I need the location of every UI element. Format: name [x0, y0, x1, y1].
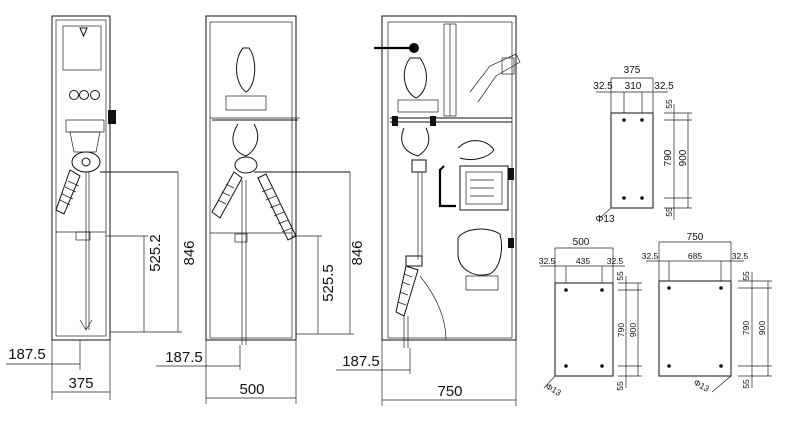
overall-width-label: 375: [624, 65, 641, 76]
depth-label: 900: [678, 149, 689, 166]
hole-label: Φ13: [595, 214, 615, 225]
top-gap-label: 55: [741, 271, 751, 281]
offset-label: 187.5: [8, 346, 46, 363]
cabinet-medium-dimensions: 525.5 846 187.5 500: [156, 172, 366, 404]
warning-triangle-icon: [79, 27, 88, 38]
center-label: 685: [688, 251, 702, 261]
holes-vertical-label: 790: [663, 149, 674, 166]
offset-label: 187.5: [165, 349, 203, 366]
width-label: 375: [68, 375, 93, 392]
hole-label: Φ13: [692, 377, 711, 394]
cabinet-small-elevation: [51, 15, 178, 341]
depth-label: 900: [628, 323, 638, 337]
height-total-label: 846: [181, 240, 198, 265]
cabinet-large-elevation: [374, 15, 521, 348]
side-right-label: 32.5: [654, 81, 674, 92]
plan-375: 375 32.5 310 32.5 55 790 900 55 Φ13: [593, 65, 692, 225]
holes-vertical-label: 790: [616, 323, 626, 337]
plan-750: 750 32.5 685 32.5 55 790 900 55 Φ13: [642, 232, 772, 394]
offset-label: 187.5: [342, 353, 380, 370]
height-total-label: 846: [349, 240, 366, 265]
center-label: 310: [625, 81, 642, 92]
holes-vertical-label: 790: [741, 321, 751, 335]
top-gap-label: 55: [615, 271, 625, 281]
width-label: 750: [437, 383, 462, 400]
side-left-label: 32.5: [539, 256, 556, 266]
height-inner-label: 525.5: [320, 264, 337, 302]
handle: [108, 110, 116, 124]
side-left-label: 32.5: [642, 251, 659, 261]
indicator-lights: [69, 90, 100, 100]
top-gap-label: 55: [664, 99, 674, 109]
overall-width-label: 750: [687, 232, 704, 243]
bottom-gap-label: 55: [741, 379, 751, 389]
side-right-label: 32.5: [732, 251, 749, 261]
height-inner-label: 525.2: [147, 234, 164, 272]
cabinet-large-dimensions: 187.5 750: [336, 340, 517, 406]
plan-500: 500 32.5 435 32.5 55 790 900 55 Φ13: [539, 237, 642, 398]
depth-label: 900: [757, 321, 767, 335]
insulator-top: [236, 47, 256, 93]
operating-handle: [409, 43, 419, 53]
side-right-label: 32.5: [607, 256, 624, 266]
width-label: 500: [239, 381, 264, 398]
bottom-gap-label: 55: [664, 207, 674, 217]
overall-width-label: 500: [573, 237, 590, 248]
center-label: 435: [576, 256, 590, 266]
hole-label: Φ13: [544, 381, 563, 398]
side-left-label: 32.5: [593, 81, 613, 92]
cabinet-small-dimensions: 525.2 846 187.5 375: [6, 172, 198, 400]
cabinet-medium-elevation: [205, 15, 350, 345]
bottom-gap-label: 55: [615, 381, 625, 391]
